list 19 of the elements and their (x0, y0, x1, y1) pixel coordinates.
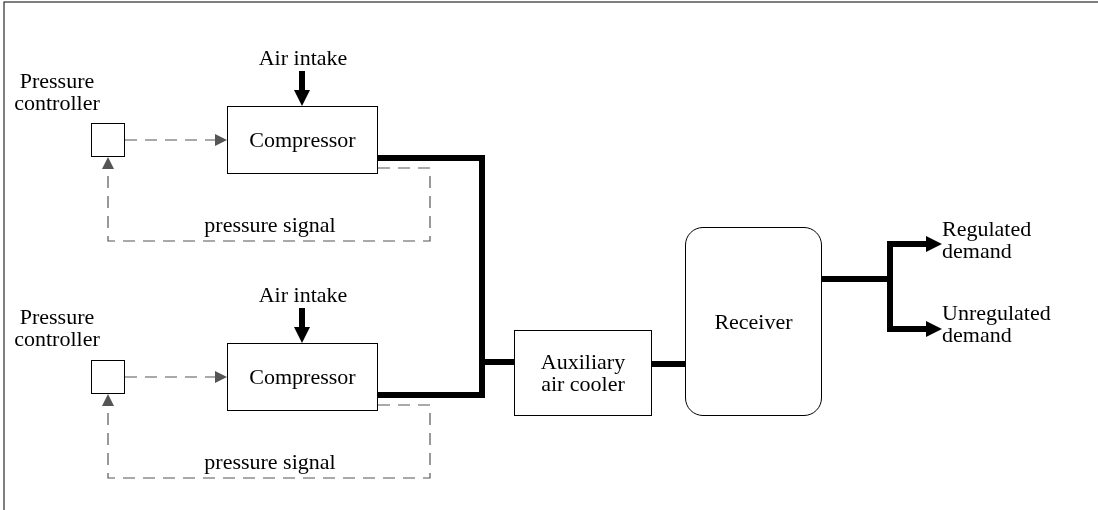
process-box: Compressor (227, 343, 378, 411)
receiver-tank-box: Receiver (685, 227, 822, 416)
arrow (822, 276, 942, 337)
node-label: Regulated demand (942, 218, 1033, 262)
node-label: Pressure controller (13, 306, 101, 350)
pipe-line (652, 361, 685, 367)
arrow (124, 371, 227, 383)
node-label: Air intake (257, 284, 349, 306)
pipe-line (378, 359, 514, 398)
process-box: Auxiliary air cooler (514, 330, 652, 416)
arrow (102, 157, 431, 242)
arrow (102, 394, 431, 479)
arrow (294, 71, 310, 106)
process-box: Compressor (227, 106, 378, 174)
node-label: Pressure controller (13, 70, 101, 114)
node-label: Air intake (257, 47, 349, 69)
arrow (294, 308, 310, 343)
arrow (124, 134, 227, 146)
node-label: Unregulated demand (942, 302, 1052, 346)
